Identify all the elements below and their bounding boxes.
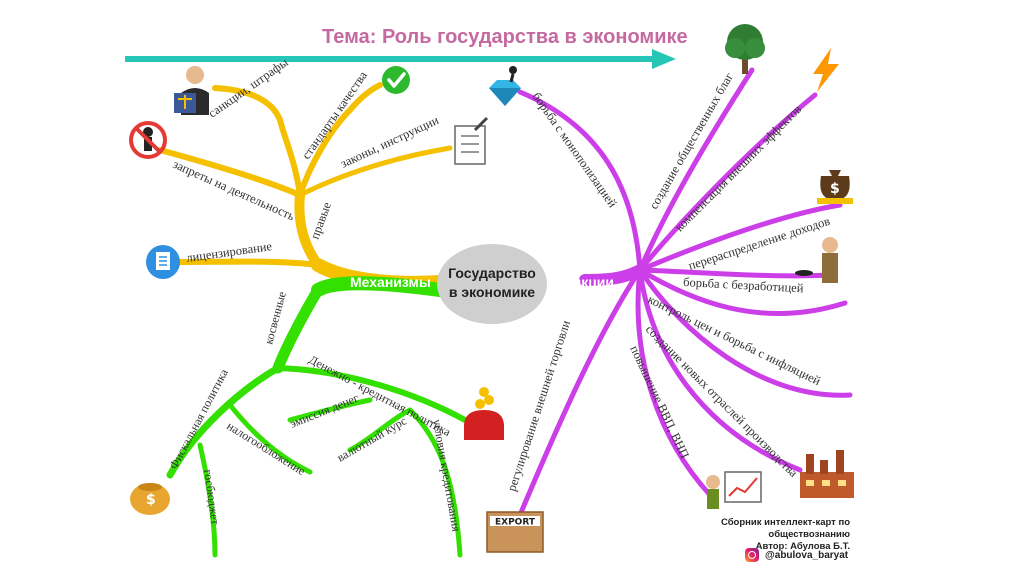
- check-icon: [382, 66, 410, 94]
- document-icon: [454, 116, 489, 165]
- label-budget: госбюджет: [201, 468, 223, 526]
- credit-block: Сборник интеллект-карт по обществознанию…: [640, 517, 850, 553]
- money-pot-icon: $: [130, 483, 170, 515]
- functions-label: Функции: [553, 274, 614, 290]
- title-arrow: [125, 49, 676, 69]
- export-box-icon: EXPORT: [486, 511, 544, 553]
- purple-branches: [517, 67, 853, 518]
- prohibited-icon: [129, 121, 167, 159]
- lightning-icon: [813, 48, 839, 92]
- credit-line1: Сборник интеллект-карт по обществознанию: [720, 517, 850, 540]
- svg-text:$: $: [146, 492, 156, 508]
- judge-icon: [174, 66, 209, 115]
- svg-text:$: $: [830, 181, 840, 197]
- label-exchange: валютный курс: [335, 414, 409, 465]
- instagram-icon: [745, 548, 759, 562]
- tree-icon: [725, 24, 765, 74]
- page-title: Тема: Роль государства в экономике: [322, 26, 688, 48]
- factory-icon: [800, 450, 854, 498]
- credit-line2: Автор: Абулова Б.Т.: [755, 541, 850, 552]
- purse-icon: [464, 387, 504, 440]
- mechanisms-label: Механизмы: [350, 274, 431, 290]
- label-credit: условия кредитования: [430, 418, 464, 533]
- center-line2: в экономике: [449, 284, 535, 300]
- instagram-handle: @abulova_baryat: [745, 548, 848, 562]
- label-fiscal: Фискальная политика: [166, 366, 231, 471]
- chart-presenter-icon: [706, 471, 762, 509]
- green-branches: [166, 276, 468, 558]
- center-line1: Государство: [448, 265, 536, 281]
- label-unemployment: борьба с безработицей: [683, 275, 804, 295]
- diamond-icon: [489, 66, 521, 106]
- unemployed-icon: [795, 237, 838, 283]
- label-bans: запреты на деятельность: [171, 157, 297, 223]
- label-legal: правые: [308, 200, 334, 241]
- instagram-text: @abulova_baryat: [765, 549, 849, 561]
- label-emission: эмиссия денег: [288, 391, 361, 431]
- label-indirect: косвенные: [261, 290, 288, 346]
- money-bag-icon: $: [817, 170, 853, 204]
- license-icon: [146, 245, 180, 279]
- center-node: Государство в экономике: [437, 244, 547, 324]
- export-label: EXPORT: [495, 518, 536, 528]
- label-monopoly: борьба с монополизацией: [530, 90, 620, 211]
